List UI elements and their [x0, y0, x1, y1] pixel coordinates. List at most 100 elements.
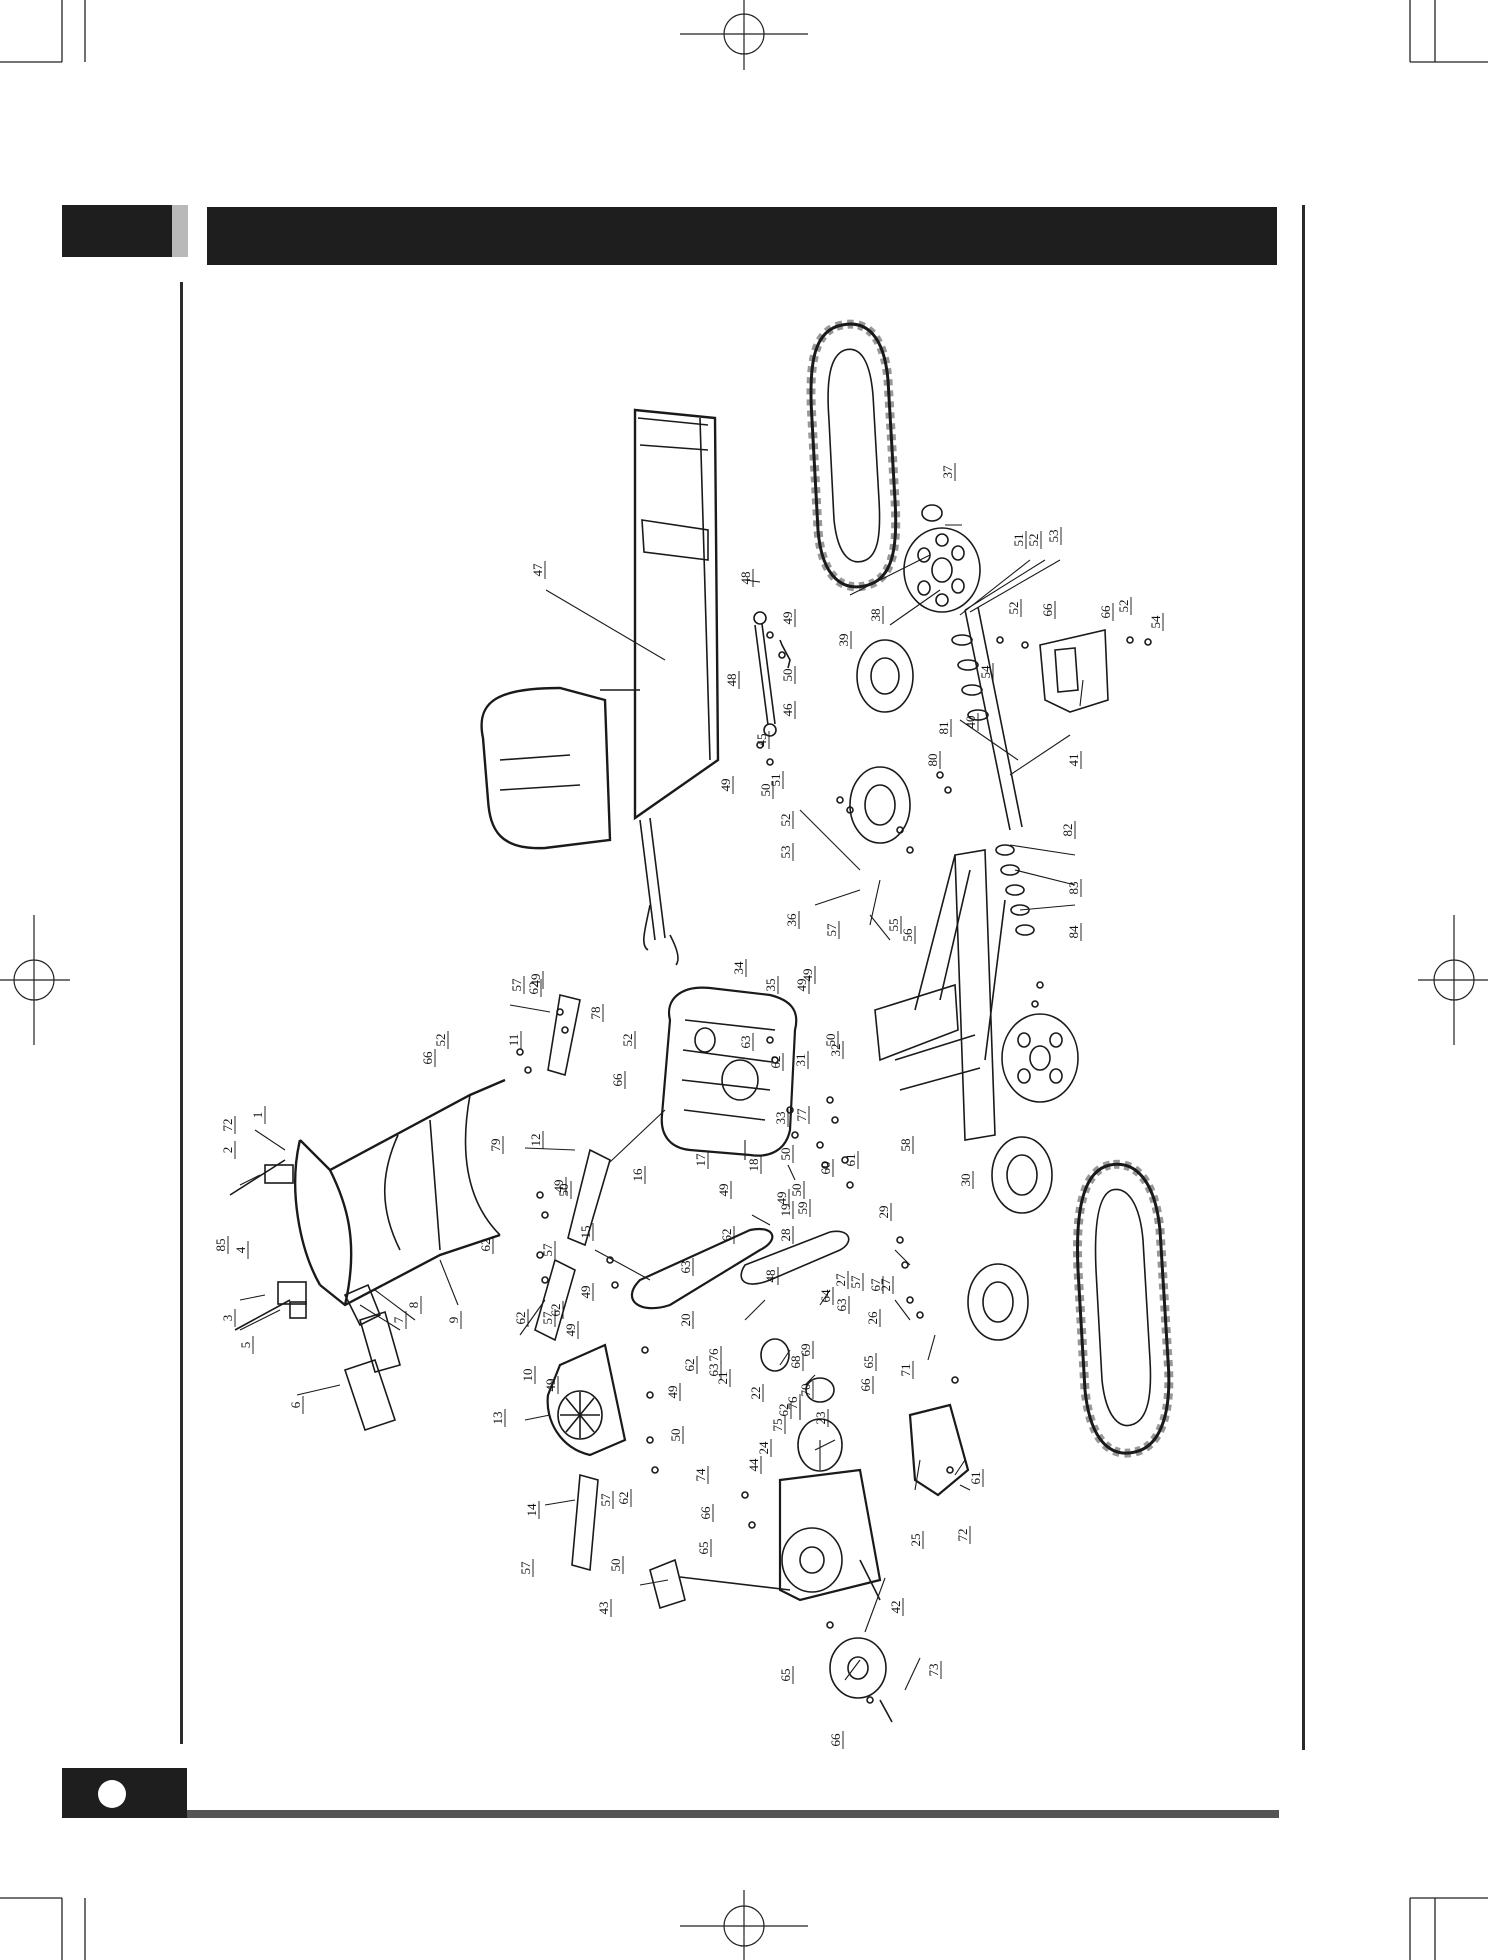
callout-c22: 22	[748, 1384, 764, 1402]
handle-grip	[343, 1310, 401, 1432]
callout-number: 38	[868, 609, 883, 622]
callout-c72b: 72	[955, 1526, 971, 1544]
callout-c52b: 52	[1026, 531, 1042, 549]
callout-c28: 28	[778, 1226, 794, 1244]
callout-c49j: 49	[563, 1321, 579, 1339]
callout-number: 72	[955, 1529, 970, 1542]
sprocket-wheel-bottom	[1001, 1013, 1079, 1103]
callout-number: 84	[1066, 925, 1081, 939]
callout-number: 85	[213, 1239, 228, 1252]
callout-c50h: 50	[608, 1556, 624, 1574]
axle-shaft	[951, 606, 1035, 936]
plate-10	[534, 1258, 576, 1342]
callout-number: 79	[488, 1139, 503, 1152]
callout-number: 78	[588, 1007, 603, 1020]
callout-number: 43	[596, 1602, 611, 1615]
callout-number: 50	[608, 1559, 623, 1572]
callout-number: 11	[506, 1034, 521, 1047]
callout-number: 76	[706, 1348, 721, 1362]
road-wheel-lower-2	[967, 1263, 1029, 1341]
callout-c47: 47	[530, 561, 546, 579]
callout-number: 52	[778, 814, 793, 827]
callout-c66d: 66	[1098, 603, 1114, 621]
switch-box-5	[289, 1301, 307, 1319]
callout-number: 76	[785, 1396, 800, 1410]
callout-c61a: 61	[843, 1151, 859, 1169]
callout-number: 67	[868, 1278, 883, 1292]
callout-number: 59	[795, 1202, 810, 1215]
callout-c34: 34	[731, 959, 747, 977]
drive-belt-2	[740, 1230, 850, 1285]
callout-number: 74	[693, 1468, 708, 1482]
chain-cover-25	[908, 1403, 970, 1497]
callout-c83: 83	[1066, 879, 1082, 897]
callout-number: 66	[610, 1073, 625, 1087]
callout-number: 17	[693, 1153, 708, 1167]
callout-number: 47	[530, 563, 545, 577]
callout-c25: 25	[908, 1531, 924, 1549]
callout-c40: 40	[963, 713, 979, 731]
callout-c71: 71	[898, 1361, 914, 1379]
callout-number: 44	[746, 1458, 761, 1472]
callout-c50f: 50	[789, 1181, 805, 1199]
callout-c43: 43	[596, 1599, 612, 1617]
callout-c23: 23	[813, 1409, 829, 1427]
cap-37	[921, 504, 943, 522]
callout-c63a: 63	[738, 1033, 754, 1051]
shift-knob-43	[649, 1558, 686, 1610]
callout-c52a: 52	[778, 811, 794, 829]
callout-number: 48	[738, 572, 753, 585]
callout-number: 46	[780, 703, 795, 717]
callout-c50g: 50	[668, 1426, 684, 1444]
callout-number: 40	[963, 716, 978, 729]
callout-c49g: 49	[716, 1181, 732, 1199]
callout-c49i: 49	[578, 1283, 594, 1301]
callout-c26: 26	[865, 1309, 881, 1327]
callout-number: 31	[793, 1054, 808, 1067]
callout-c79: 79	[488, 1136, 504, 1154]
callout-number: 66	[698, 1506, 713, 1520]
callout-c66g: 66	[828, 1731, 844, 1749]
callout-number: 62	[526, 982, 541, 995]
callout-number: 32	[828, 1044, 843, 1057]
callout-c18: 18	[746, 1156, 762, 1174]
callout-c49a: 49	[780, 609, 796, 627]
callout-c45: 45	[754, 731, 770, 749]
registration-mark-left	[0, 915, 70, 1045]
frame-right-rule	[1302, 205, 1305, 1750]
callout-number: 65	[861, 1356, 876, 1369]
callout-number: 52	[1026, 534, 1041, 547]
callout-c48b: 48	[724, 671, 740, 689]
callout-c84: 84	[1066, 923, 1082, 941]
callout-c50a: 50	[780, 666, 796, 684]
callout-number: 49	[800, 969, 815, 982]
callout-c61b: 61	[968, 1469, 984, 1487]
cargo-bed	[480, 408, 720, 850]
callout-c62b: 62	[478, 1236, 494, 1254]
callout-c24: 24	[756, 1439, 772, 1457]
callout-c54b: 54	[1148, 613, 1164, 631]
callout-number: 83	[1066, 882, 1081, 895]
callout-number: 18	[746, 1159, 761, 1172]
plate-14	[571, 1473, 599, 1572]
callout-c27: 27	[833, 1271, 849, 1289]
callout-c2: 2	[220, 1141, 236, 1159]
callout-c66c: 66	[1040, 601, 1056, 619]
callout-number: 82	[1060, 824, 1075, 837]
sprocket-24	[797, 1418, 843, 1472]
header-title-bar	[207, 207, 1277, 265]
callout-number: 53	[778, 846, 793, 859]
callout-c62g: 62	[776, 1401, 792, 1419]
callout-number: 57	[509, 978, 524, 992]
registration-mark-bottom	[680, 1890, 808, 1960]
callout-c57b: 57	[540, 1241, 556, 1259]
callout-c16: 16	[630, 1166, 646, 1184]
callout-number: 54	[978, 665, 993, 679]
callout-c52f: 52	[1116, 597, 1132, 615]
callout-number: 34	[731, 961, 746, 975]
bracket-12	[567, 1148, 611, 1247]
callout-number: 27	[833, 1273, 848, 1287]
sprocket-wheel-top	[903, 527, 981, 613]
callout-number: 13	[490, 1412, 505, 1425]
